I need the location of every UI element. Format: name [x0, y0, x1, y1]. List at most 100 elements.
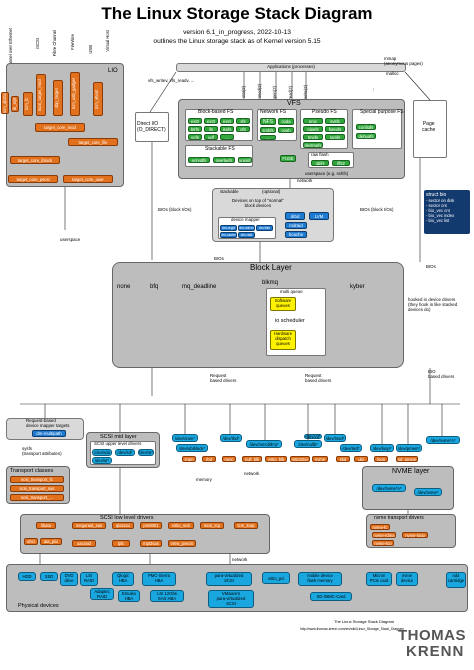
- drv-skd: skd: [336, 456, 350, 462]
- fs-tmpfs: tmpfs: [303, 134, 323, 140]
- sched-kyber: kyber: [350, 284, 365, 290]
- dm-thin: dm-thin: [256, 225, 273, 231]
- device-mapper-title: device mapper: [231, 217, 260, 222]
- struct-bio-item: - sector cnt: [426, 203, 447, 208]
- fs-sysfs: sysfs: [325, 118, 345, 124]
- dev-nullb: /dev/nullb*: [294, 440, 322, 448]
- nvme-layer-title: NVME layer: [392, 468, 430, 475]
- fs-jffs2: jffs2: [332, 160, 350, 166]
- drv-megaraid: megaraid_sas: [72, 522, 106, 529]
- bio-based-label: BIO based drivers: [428, 369, 455, 379]
- nvme-tcp: nvme-tcp: [372, 540, 394, 546]
- dev-sd: /dev/sd*: [115, 449, 135, 456]
- drv-null-blk: null_blk: [242, 456, 262, 462]
- dev-loop: /dev/loop*: [370, 444, 394, 452]
- drv-mpt3sas: mpt3sas: [140, 540, 162, 547]
- fs-ext3: ext3: [204, 118, 218, 124]
- request-based-label-2: Request based drivers: [305, 373, 332, 383]
- stackable-optional: (optional): [262, 189, 281, 194]
- direct-io-label: Direct I/O (O_DIRECT): [137, 121, 166, 133]
- drv-rbd: rbd: [202, 456, 216, 462]
- dev-zram: /dev/zram*: [172, 434, 198, 442]
- drv-mtip32xx: mtip32xx: [290, 456, 310, 462]
- phys-nvme: nvme device: [396, 572, 418, 586]
- fs-ifs: ifs: [204, 126, 218, 132]
- fs-configfs: configfs: [356, 124, 376, 130]
- drv-tcm-loop: tcm_loop: [234, 522, 258, 529]
- phys-nd4: nd4 cartridge: [446, 572, 466, 588]
- nvme-transport-box: [366, 514, 456, 548]
- drv-mmc: mmc: [222, 456, 236, 462]
- fs-more: ...: [220, 134, 234, 140]
- drv-iscsi-tcp: iscsi_tcp: [200, 522, 224, 529]
- phys-virtio-pci: virtio_pci: [262, 572, 290, 584]
- stackable-title: Devices on top of "normal" block devices: [232, 198, 284, 208]
- dm-crypt: dm-crypt: [220, 225, 237, 231]
- blkmq-label: blkmq: [262, 280, 279, 286]
- block-layer-box: [112, 262, 404, 368]
- scsi-low-title: SCSI low level drivers: [100, 515, 154, 521]
- fs-coda: coda: [278, 118, 294, 125]
- version-line: version 6.1_in_progress, 2022-10-13: [183, 29, 291, 36]
- mdraid-box: mdraid: [285, 222, 307, 229]
- transport-classes-title: Transport classes: [10, 468, 54, 474]
- lio-title: LIO: [108, 68, 118, 74]
- syscall-vfs-writev: vfs_writev, vfs_readv, ...: [148, 78, 195, 83]
- fs-devtmpfs: devtmpfs: [303, 142, 323, 148]
- network-fs-title: Network FS: [260, 109, 287, 115]
- userspace-sshfs-label: userspace (e.g. sshfs): [305, 171, 349, 176]
- phys-pv-scsi: para-virtualized SCSI: [206, 572, 252, 586]
- drv-pm8001: pm8001: [140, 522, 162, 529]
- fs-ecryptfs: ecryptfs: [188, 157, 210, 163]
- drv-loop: loop: [374, 456, 388, 462]
- drv-nvme: nvme: [312, 456, 328, 462]
- drv-ata-piix: ata_piix: [40, 538, 62, 545]
- target-core-mod: target_core_mod: [35, 123, 85, 132]
- fs-xfs: xfs: [236, 118, 250, 124]
- phys-vmware-scsi: VMware's para-virtualized SCSI: [208, 590, 254, 608]
- dev-pmem: /dev/pmem*: [396, 444, 422, 452]
- phys-adaptec: Adaptec RAID: [90, 588, 114, 600]
- request-based-label: Request based drivers: [210, 373, 237, 383]
- drv-ubi: ubi: [354, 456, 368, 462]
- dev-st: /dev/st*: [138, 449, 154, 456]
- malloc-label: malloc: [386, 71, 399, 76]
- special-fs-title: Special purpose FS: [360, 109, 404, 115]
- subtitle-line: outlines the Linux storage stack as of K…: [153, 38, 321, 45]
- network-label-2: network: [232, 557, 248, 562]
- nvme-transport-title: nvme transport drivers: [374, 515, 424, 521]
- phys-micron: Micron PCIe card: [366, 572, 392, 586]
- phys-ssd: SSD: [40, 572, 58, 581]
- sysfs-label: sysfs (transport attributes): [22, 446, 62, 456]
- dev-mmcblk: /dev/mmcblk*p*: [246, 440, 282, 448]
- fs-nfs: NFS: [260, 118, 276, 125]
- direct-io-box: [135, 112, 169, 142]
- physical-devices-title: Physical devices: [18, 603, 59, 609]
- fs-ubifs: ubifs: [311, 160, 329, 166]
- dm-cache: dm-cache: [220, 232, 237, 238]
- page-cache-box: [413, 100, 447, 158]
- fs-isofs: isofs: [220, 126, 234, 132]
- dev-skd: /dev/skd*: [340, 444, 362, 452]
- dev-sda: /dev/sda: [92, 449, 112, 456]
- dev-ubiblock: /dev/ubiblock*: [176, 444, 208, 452]
- dev-rssd: /dev/rssd*: [324, 434, 346, 442]
- drv-qla2xxx: qla2xxx: [112, 522, 134, 529]
- bios-label-mid: BIOs: [214, 256, 224, 261]
- target-core-iblock: target_core_iblock: [10, 156, 60, 164]
- network-label: network: [244, 471, 260, 476]
- page-cache-label: Page cache: [422, 121, 436, 133]
- fs-ext4: ext4: [220, 118, 234, 124]
- nvme-rdma: nvme-rdma: [372, 532, 396, 538]
- fs-fuse: FUSE: [280, 155, 296, 162]
- hooked-label: hooked in device drivers (they hook in l…: [408, 297, 458, 312]
- transport-fc: scsi_transport_fc: [10, 476, 64, 483]
- bios-label-right: BIOs (block I/Os): [360, 207, 394, 212]
- bios-label-left: BIOs (block I/Os): [158, 207, 192, 212]
- hardware-queues: Hardware dispatch queues: [270, 330, 296, 350]
- phys-lsi-raid: LSI RAID: [80, 572, 98, 586]
- nvme-dev-ns: /dev/nvme*n*: [372, 484, 406, 492]
- sched-bfq: bfq: [150, 284, 159, 290]
- dm-raid: dm-raid: [238, 232, 255, 238]
